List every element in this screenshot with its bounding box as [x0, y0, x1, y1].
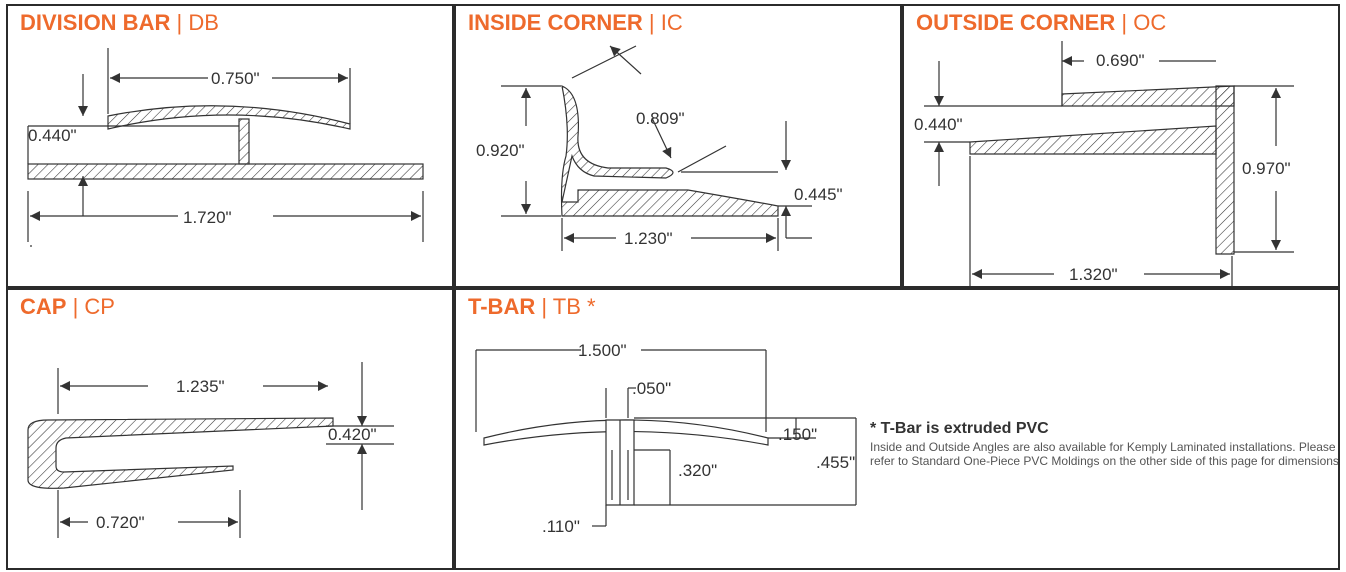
panel-inside-corner: INSIDE CORNER | IC 0.809" 0.920" 0.445": [454, 4, 902, 288]
oc-dim-width: 1.320": [1069, 265, 1118, 284]
db-dim-height: 0.440": [28, 126, 77, 145]
panel-title: DIVISION BAR | DB: [20, 10, 219, 35]
panel-outside-corner: OUTSIDE CORNER | OC 0.690" 0.440" 0.970: [902, 4, 1340, 288]
oc-lower-leg: [969, 125, 1217, 155]
panel-title: OUTSIDE CORNER | OC: [916, 10, 1167, 35]
inside-corner-drawing: 0.809" 0.920" 0.445" 1.230": [476, 45, 843, 251]
ic-dim-lip: 0.445": [794, 185, 843, 204]
oc-dim-top: 0.690": [1096, 51, 1145, 70]
tb-cap: [483, 419, 769, 446]
oc-dim-gap: 0.440": [914, 115, 963, 134]
panel-title: INSIDE CORNER | IC: [468, 10, 683, 35]
panel-division-bar: DIVISION BAR | DB 0.750" 0.440" 1.720": [6, 4, 454, 288]
db-dim-width-base: 1.720": [183, 208, 232, 227]
tb-dim-total-h: .455": [816, 453, 855, 472]
division-bar-drawing: 0.750" 0.440" 1.720": [27, 48, 424, 247]
panel-t-bar: T-BAR | TB * 1.500" .050": [454, 288, 1340, 570]
tb-dim-base: .110": [542, 517, 580, 536]
oc-dim-height: 0.970": [1242, 159, 1291, 178]
tb-dim-top-h: .150": [778, 425, 817, 444]
oc-top-leg: [1061, 85, 1235, 107]
ic-dim-width: 1.230": [624, 229, 673, 248]
t-bar-note: * T-Bar is extruded PVC Inside and Outsi…: [870, 420, 1339, 468]
cap-dim-width-top: 1.235": [176, 377, 225, 396]
panel-title: T-BAR | TB *: [468, 294, 596, 319]
t-bar-drawing: 1.500" .050" .150" .455" .320" .110": [475, 341, 857, 536]
db-base: [27, 163, 424, 180]
tb-dim-width: 1.500": [578, 341, 627, 360]
cap-profile: [27, 417, 334, 489]
t-bar-note-heading: * T-Bar is extruded PVC: [870, 420, 1049, 437]
db-dim-width-top: 0.750": [211, 69, 260, 88]
tb-dim-slot: .320": [678, 461, 717, 480]
panel-cap: CAP | CP 1.235" 0.420" 0.720": [6, 288, 454, 570]
outside-corner-drawing: 0.690" 0.440" 0.970" 1.320": [914, 41, 1294, 286]
t-bar-note-body: Inside and Outside Angles are also avail…: [870, 440, 1339, 468]
ic-dim-height: 0.920": [476, 141, 525, 160]
ic-profile: [560, 85, 779, 217]
cap-dim-height: 0.420": [328, 425, 377, 444]
db-stem: [238, 118, 250, 165]
tb-dim-stem: .050": [632, 379, 671, 398]
oc-side-leg: [1215, 85, 1235, 255]
cap-dim-width-bottom: 0.720": [96, 513, 145, 532]
ic-dim-diag: 0.809": [636, 109, 685, 128]
cap-drawing: 1.235" 0.420" 0.720": [27, 362, 394, 538]
panel-title: CAP | CP: [20, 294, 115, 319]
